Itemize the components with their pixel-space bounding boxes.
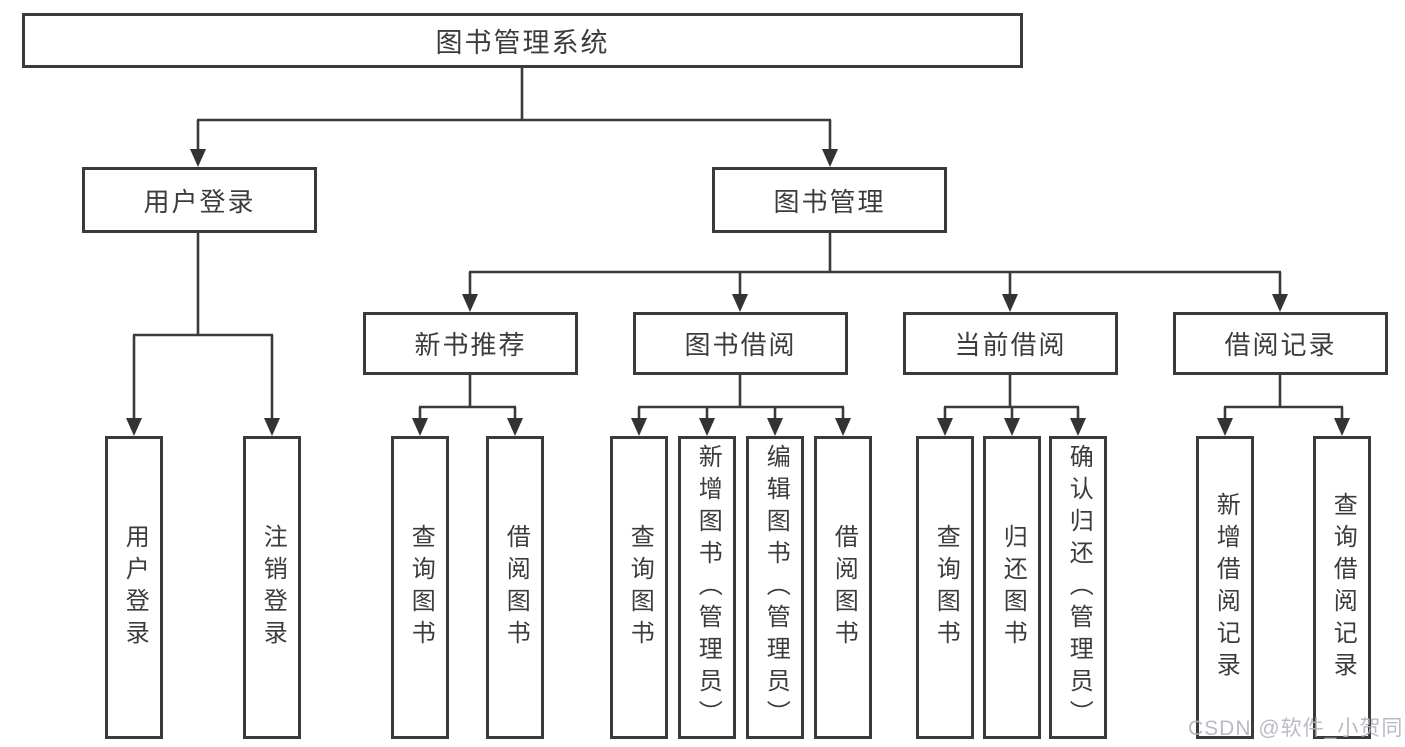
- node-borrow-books-borrowing: 借阅图书: [814, 436, 872, 739]
- node-label: 新书推荐: [414, 330, 527, 360]
- node-label: 借阅图书: [830, 523, 858, 652]
- node-edit-books-admin: 编辑图书（管理员）: [746, 436, 804, 739]
- node-label: 当前借阅: [954, 330, 1067, 360]
- node-label: 新增借阅记录: [1212, 491, 1240, 684]
- node-label: 用户登录: [121, 523, 149, 652]
- node-return-books: 归还图书: [983, 436, 1041, 739]
- node-user-login-leaf: 用户登录: [105, 436, 163, 739]
- node-label: 归还图书: [999, 523, 1027, 652]
- node-label: 编辑图书（管理员）: [762, 443, 790, 732]
- node-book-management: 图书管理: [712, 167, 947, 233]
- node-label: 注销登录: [259, 523, 287, 652]
- node-label: 查询图书: [407, 523, 435, 652]
- node-label: 图书管理系统: [435, 28, 610, 58]
- node-user-login: 用户登录: [82, 167, 317, 233]
- node-label: 图书管理: [773, 186, 886, 217]
- node-label: 新增图书（管理员）: [694, 443, 722, 732]
- node-add-borrow-record: 新增借阅记录: [1196, 436, 1254, 739]
- node-query-books-recommend: 查询图书: [391, 436, 449, 739]
- node-label: 确认归还（管理员）: [1065, 443, 1093, 732]
- arrowhead-icons: [126, 149, 1350, 436]
- node-query-books-current: 查询图书: [916, 436, 974, 739]
- node-label: 图书借阅: [684, 330, 797, 360]
- node-label: 查询借阅记录: [1329, 491, 1357, 684]
- node-label: 查询图书: [932, 523, 960, 652]
- node-borrow-records: 借阅记录: [1173, 312, 1388, 375]
- node-label: 借阅记录: [1224, 330, 1337, 360]
- node-logout: 注销登录: [243, 436, 301, 739]
- node-library-management-system: 图书管理系统: [22, 13, 1023, 68]
- node-borrow-books-recommend: 借阅图书: [486, 436, 544, 739]
- node-label: 借阅图书: [502, 523, 530, 652]
- node-add-books-admin: 新增图书（管理员）: [678, 436, 736, 739]
- node-confirm-return-admin: 确认归还（管理员）: [1049, 436, 1107, 739]
- node-query-borrow-record: 查询借阅记录: [1313, 436, 1371, 739]
- node-label: 用户登录: [143, 186, 256, 217]
- node-new-book-recommend: 新书推荐: [363, 312, 578, 375]
- node-current-borrowing: 当前借阅: [903, 312, 1118, 375]
- csdn-watermark: CSDN @软件_小贺同学: [1188, 717, 1405, 740]
- node-book-borrowing: 图书借阅: [633, 312, 848, 375]
- node-label: 查询图书: [626, 523, 654, 652]
- node-query-books-borrowing: 查询图书: [610, 436, 668, 739]
